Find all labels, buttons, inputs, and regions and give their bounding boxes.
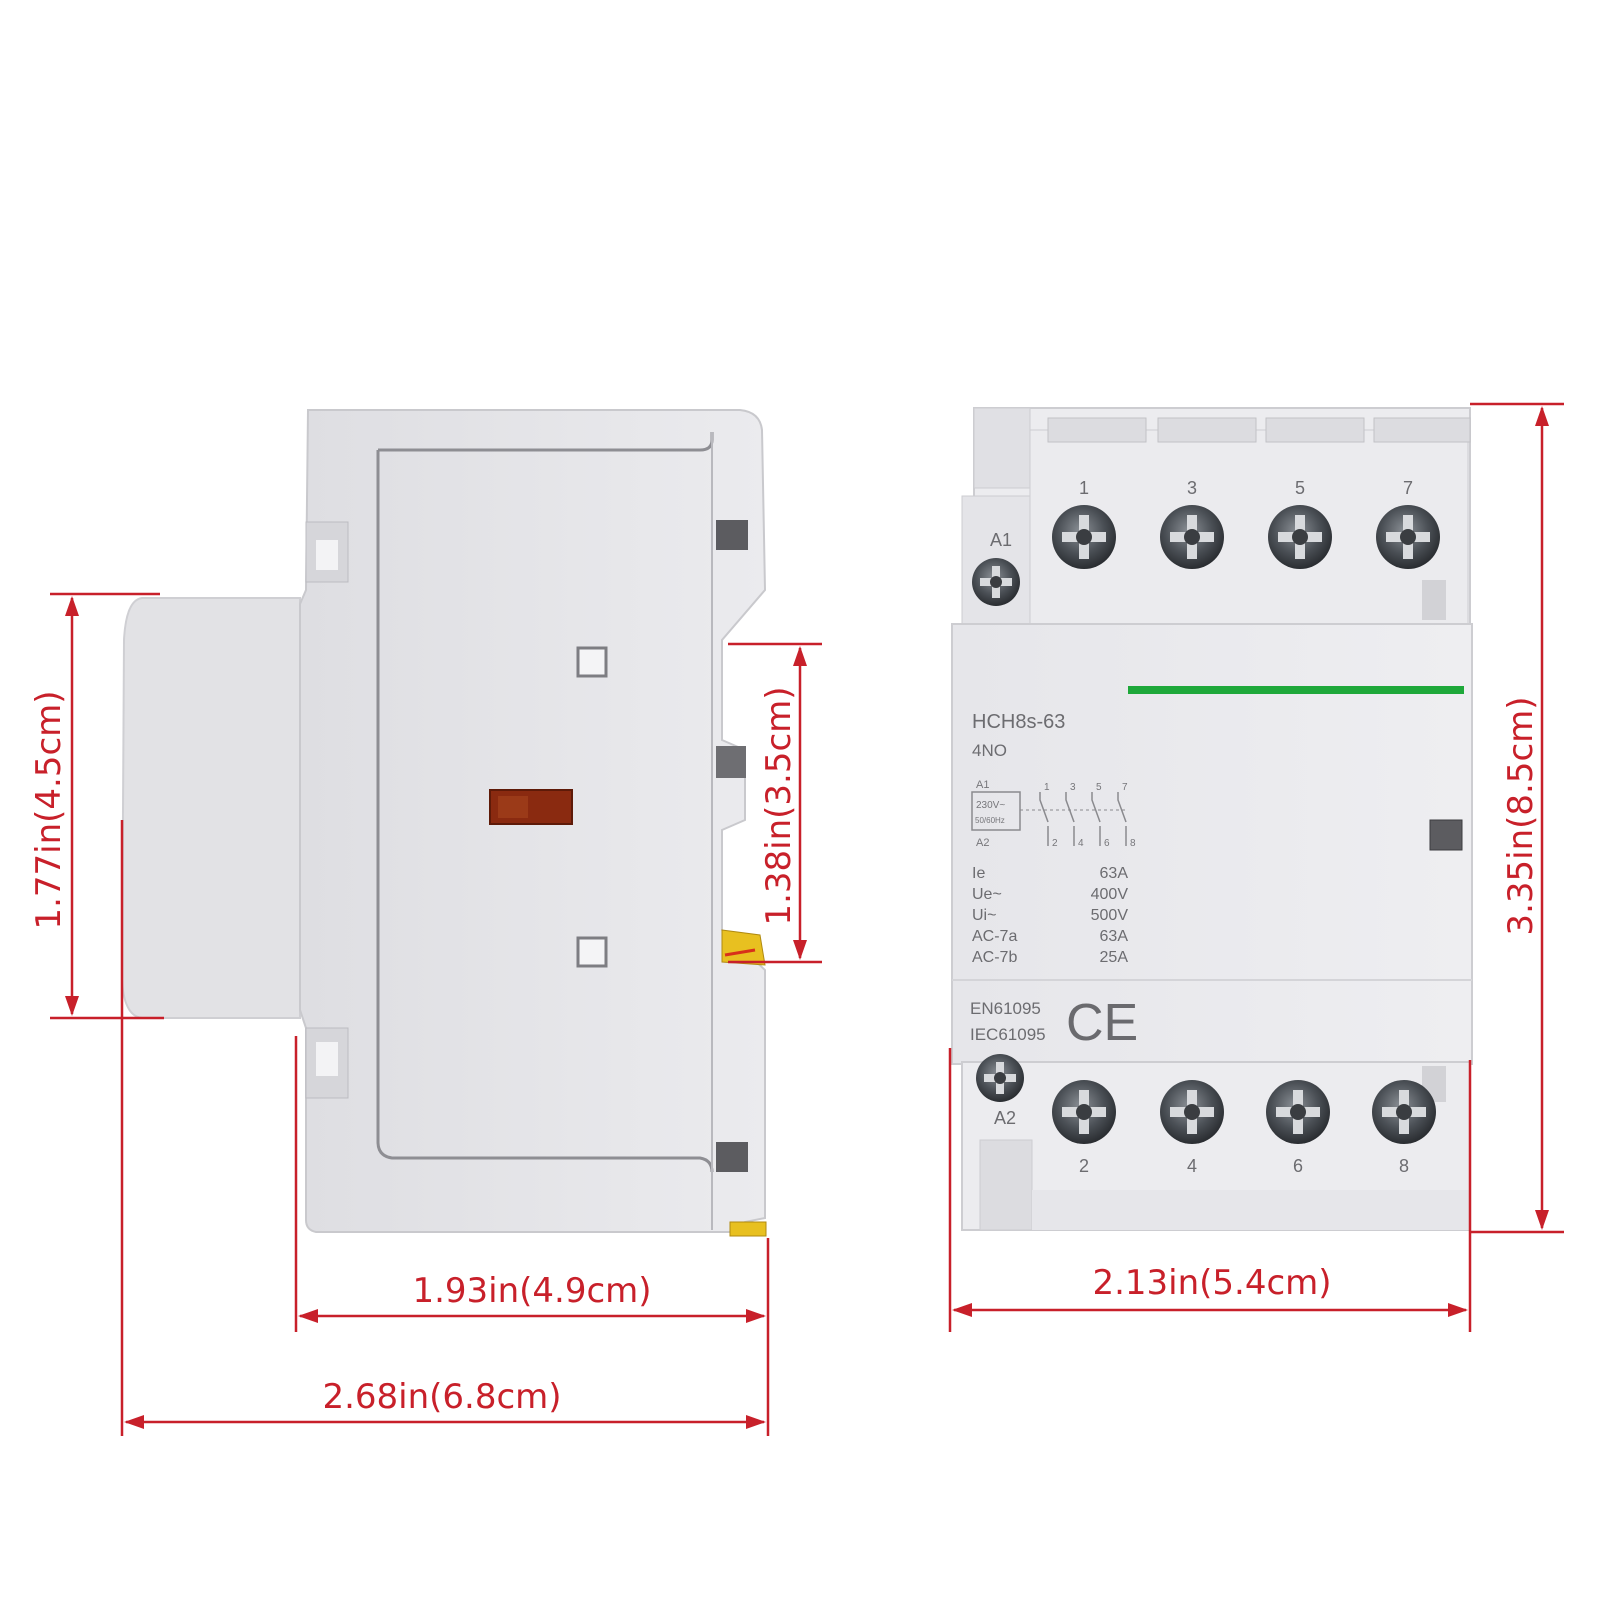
- schematic-contact-7: 7: [1122, 782, 1128, 793]
- terminal-label-bottom-6: 6: [1293, 1156, 1303, 1176]
- spec-label: Ue~: [972, 886, 1002, 903]
- screw-icon: [1268, 505, 1332, 569]
- screw-icon: [1160, 1080, 1224, 1144]
- schematic-contact-8: 8: [1130, 838, 1136, 849]
- top-terminal-screws: [972, 505, 1440, 606]
- terminal-label-bottom-8: 8: [1399, 1156, 1409, 1176]
- spec-value: 500V: [1091, 907, 1129, 924]
- dim-total-height: 3.35in(8.5cm): [1501, 696, 1541, 935]
- terminal-label-top-3: 3: [1187, 478, 1197, 498]
- dim-front-width: 2.13in(5.4cm): [1092, 1263, 1331, 1303]
- spec-label: Ui~: [972, 907, 996, 924]
- spec-label: AC-7a: [972, 928, 1017, 945]
- screw-icon: [1160, 505, 1224, 569]
- schematic-contact-6: 6: [1104, 838, 1110, 849]
- bottom-terminal-screws: [976, 1054, 1436, 1144]
- side-view: [120, 409, 767, 1237]
- dim-rail-height: 1.38in(3.5cm): [759, 686, 799, 925]
- schematic-contact-4: 4: [1078, 838, 1084, 849]
- dim-left-height: 1.77in(4.5cm): [29, 690, 69, 929]
- schematic-voltage: 230V~: [976, 800, 1005, 811]
- schematic-frequency: 50/60Hz: [975, 816, 1005, 825]
- terminal-label-top-7: 7: [1403, 478, 1413, 498]
- status-green-bar: [1128, 686, 1464, 694]
- dimension-lines: [50, 402, 1564, 1436]
- side-rail-clip: [716, 746, 746, 778]
- spec-label: Ie: [972, 865, 985, 882]
- side-square-4: [716, 1142, 748, 1172]
- spec-label: AC-7b: [972, 949, 1017, 966]
- standard-en: EN61095: [970, 999, 1041, 1018]
- coil-screw-icon: [972, 558, 1020, 606]
- side-square-2: [576, 936, 608, 968]
- model-name: HCH8s-63: [972, 711, 1065, 733]
- ce-mark: CE: [1066, 994, 1138, 1052]
- screw-icon: [1052, 505, 1116, 569]
- front-view: [951, 407, 1473, 1231]
- coil-screw-icon: [976, 1054, 1024, 1102]
- spec-value: 400V: [1091, 886, 1129, 903]
- schematic-contact-3: 3: [1070, 782, 1076, 793]
- spec-value: 63A: [1100, 928, 1129, 945]
- side-yellow-clip-bottom: [729, 1221, 767, 1237]
- dim-total-depth: 2.68in(6.8cm): [322, 1377, 561, 1417]
- screw-icon: [1052, 1080, 1116, 1144]
- schematic-contact-1: 1: [1044, 782, 1050, 793]
- spec-value: 25A: [1100, 949, 1129, 966]
- front-body: [951, 623, 1473, 1065]
- coil-label-a1: A1: [990, 530, 1012, 550]
- spec-value: 63A: [1100, 865, 1129, 882]
- screw-icon: [1372, 1080, 1436, 1144]
- standard-iec: IEC61095: [970, 1025, 1046, 1044]
- screw-icon: [1376, 505, 1440, 569]
- screw-icon: [1266, 1080, 1330, 1144]
- side-square-3: [716, 520, 748, 550]
- dim-body-depth: 1.93in(4.9cm): [412, 1271, 651, 1311]
- side-yellow-clip-top: [721, 929, 766, 966]
- side-square-1: [576, 646, 608, 678]
- schematic-contact-5: 5: [1096, 782, 1102, 793]
- terminal-label-bottom-2: 2: [1079, 1156, 1089, 1176]
- front-indicator-square: [1429, 819, 1463, 851]
- wiring-schematic: A1 230V~ 50/60Hz A2 1 3 5 7 2 4 6 8: [971, 779, 1136, 849]
- schematic-contact-2: 2: [1052, 838, 1058, 849]
- terminal-label-top-5: 5: [1295, 478, 1305, 498]
- side-front-cover: [120, 597, 301, 1019]
- terminal-label-top-1: 1: [1079, 478, 1089, 498]
- spec-table: Ie 63A Ue~ 400V Ui~ 500V AC-7a 63A AC-7b…: [972, 865, 1128, 966]
- terminal-label-bottom-4: 4: [1187, 1156, 1197, 1176]
- coil-label-a2: A2: [994, 1108, 1016, 1128]
- schematic-a2: A2: [976, 837, 989, 849]
- schematic-a1: A1: [976, 779, 989, 791]
- contact-config: 4NO: [972, 741, 1007, 760]
